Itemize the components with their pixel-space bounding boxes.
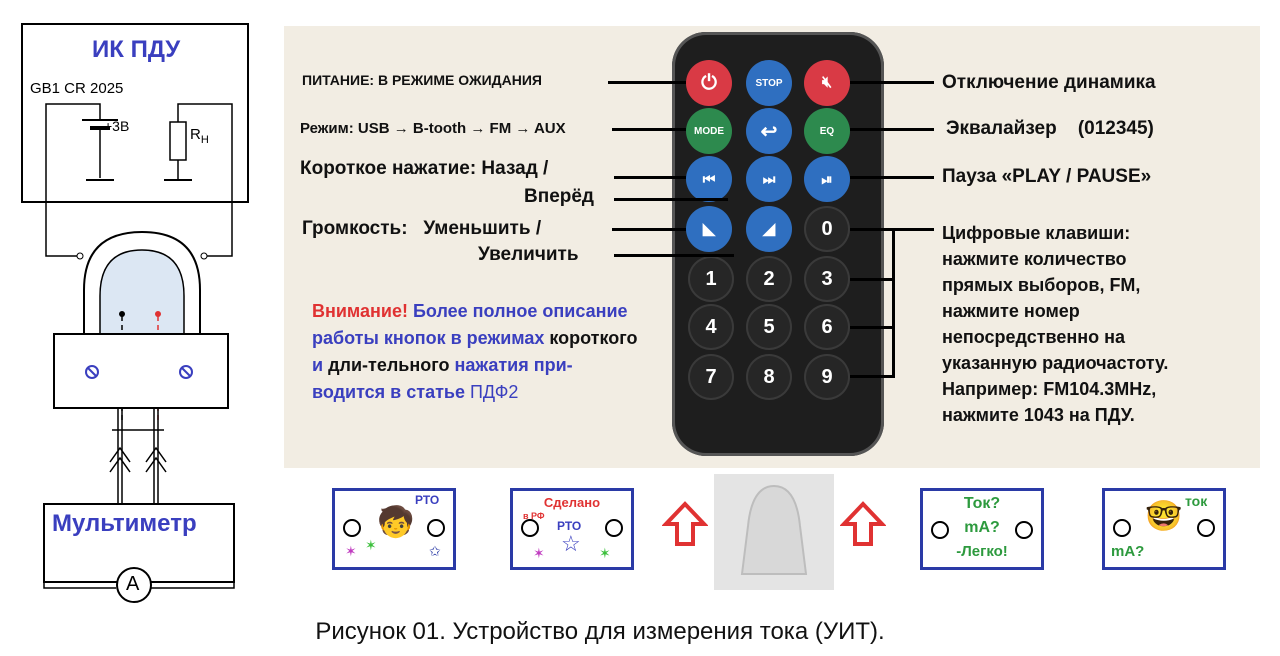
- schematic-title: ИК ПДУ: [92, 36, 181, 63]
- volume-down-key[interactable]: ◣: [686, 206, 732, 252]
- label-mute: Отключение динамика: [942, 72, 1156, 93]
- label-volume-2: Увеличить: [478, 244, 579, 265]
- leader-line: [612, 228, 686, 231]
- leader-line: [614, 198, 728, 201]
- eq-key[interactable]: EQ: [804, 108, 850, 154]
- label-digits: Цифровые клавиши: нажмите количество пря…: [942, 223, 1169, 425]
- digit-key-7[interactable]: 7: [688, 354, 734, 400]
- ammeter-symbol: [116, 567, 152, 603]
- hole: [605, 519, 623, 537]
- ir-remote: ⏻ STOP 🔇︎ MODE ↩ EQ ⏮ ⏭ ⏯ ◣ ◢ 0 1 2 3 4 …: [672, 32, 884, 456]
- leader-line: [850, 326, 894, 329]
- star-icon: ✶: [599, 545, 611, 561]
- voltage-label: +3В: [104, 118, 130, 134]
- label-volume: Громкость: Уменьшить /: [302, 218, 542, 239]
- hole: [1197, 519, 1215, 537]
- stop-key[interactable]: STOP: [746, 60, 792, 106]
- leader-line: [614, 254, 734, 257]
- star-icon: ✶: [365, 537, 377, 553]
- return-icon: ↩: [760, 120, 778, 143]
- prev-icon: ⏮: [702, 170, 716, 187]
- prev-key[interactable]: ⏮: [686, 156, 732, 202]
- attention-note: Внимание! Более полное описание работы к…: [312, 301, 638, 402]
- digit-key-8[interactable]: 8: [746, 354, 792, 400]
- leader-line: [850, 375, 894, 378]
- leader-line: [850, 176, 934, 179]
- label-eq: Эквалайзер (012345): [946, 118, 1154, 139]
- star-icon: ✶: [533, 545, 545, 561]
- mute-key[interactable]: 🔇︎: [804, 60, 850, 106]
- volume-up-key[interactable]: ◢: [746, 206, 792, 252]
- hole: [521, 519, 539, 537]
- hole: [1015, 521, 1033, 539]
- adapter-photo: [714, 474, 834, 590]
- cartoon-boy-icon: 🧒: [377, 506, 415, 539]
- figure-caption: Рисунок 01. Устройство для измерения ток…: [315, 618, 885, 645]
- next-key[interactable]: ⏭: [746, 156, 792, 202]
- volume-down-icon: ◣: [702, 221, 716, 238]
- leader-line: [614, 176, 686, 179]
- digit-key-1[interactable]: 1: [688, 256, 734, 302]
- resistor-label: RН: [190, 126, 209, 146]
- power-icon: ⏻: [701, 71, 717, 94]
- play-pause-key[interactable]: ⏯: [804, 156, 850, 202]
- adapter-shape: [740, 484, 808, 575]
- digit-key-3[interactable]: 3: [804, 256, 850, 302]
- remote-box: [21, 23, 249, 203]
- multimeter-label: Мультиметр: [52, 510, 197, 537]
- ammeter-label: A: [126, 573, 140, 595]
- leader-line: [612, 128, 686, 131]
- digit-key-4[interactable]: 4: [688, 304, 734, 350]
- mute-icon: 🔇︎: [821, 74, 833, 91]
- leader-line: [892, 228, 895, 378]
- label-pause: Пауза «PLAY / PAUSE»: [942, 166, 1152, 187]
- volume-up-icon: ◢: [762, 221, 776, 238]
- label-short-press-2: Вперёд: [524, 186, 594, 207]
- digit-key-6[interactable]: 6: [804, 304, 850, 350]
- hole: [1113, 519, 1131, 537]
- digit-key-2[interactable]: 2: [746, 256, 792, 302]
- resistor-symbol: [169, 121, 187, 161]
- hole: [427, 519, 445, 537]
- leader-line: [850, 278, 894, 281]
- up-arrow-icon: [840, 501, 886, 546]
- play-pause-icon: ⏯: [821, 170, 833, 187]
- label-card-1: РТО 🧒 ✶ ✶ ✩: [332, 488, 456, 570]
- battery-label: GB1 CR 2025: [30, 80, 124, 97]
- hole: [343, 519, 361, 537]
- star-icon: ✶: [345, 543, 357, 559]
- adapter-base: [53, 333, 229, 409]
- digit-key-5[interactable]: 5: [746, 304, 792, 350]
- label-mode: Режим: USB → B-tooth → FM → AUX: [300, 120, 566, 137]
- leader-line: [850, 81, 934, 84]
- label-card-4: Ток? mA? -Легко!: [920, 488, 1044, 570]
- label-short-press: Короткое нажатие: Назад /: [300, 158, 549, 179]
- return-key[interactable]: ↩: [746, 108, 792, 154]
- next-icon: ⏭: [762, 170, 776, 187]
- mode-key[interactable]: MODE: [686, 108, 732, 154]
- leader-line: [850, 128, 934, 131]
- power-key[interactable]: ⏻: [686, 60, 732, 106]
- digit-key-0[interactable]: 0: [804, 206, 850, 252]
- up-arrow-icon: [662, 501, 708, 546]
- label-power: ПИТАНИЕ: В РЕЖИМЕ ОЖИДАНИЯ: [302, 72, 542, 88]
- label-card-2: Сделано в РФ РТО ☆ ✶ ✶: [510, 488, 634, 570]
- star-icon: ✩: [429, 543, 441, 559]
- leader-line: [608, 81, 686, 84]
- digit-key-9[interactable]: 9: [804, 354, 850, 400]
- cartoon-man-icon: 🤓: [1145, 500, 1183, 533]
- hole: [931, 521, 949, 539]
- circuit-schematic: [21, 23, 249, 603]
- star-icon: ☆: [561, 531, 581, 556]
- label-card-5: ток 🤓 mA?: [1102, 488, 1226, 570]
